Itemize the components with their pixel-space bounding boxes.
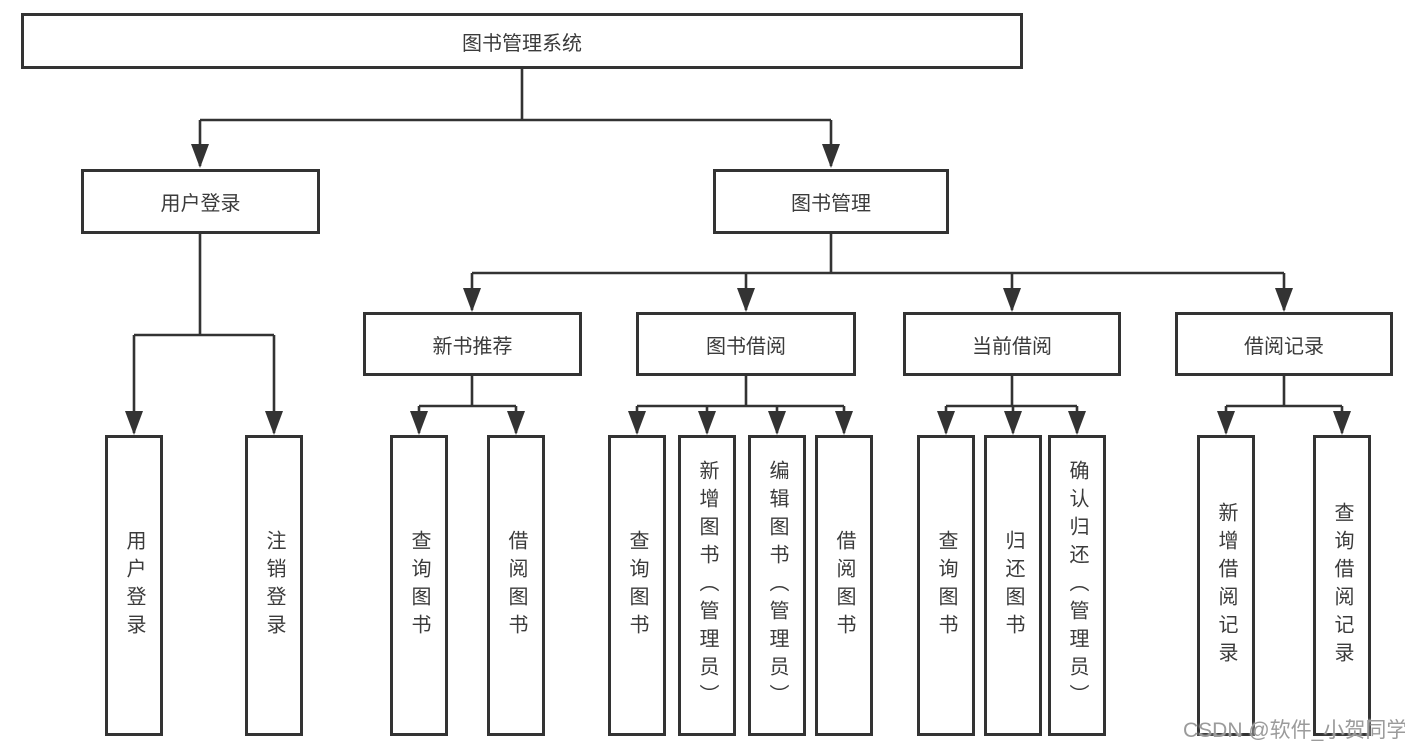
leaf-query-books-borrowing: 查询图书 [608, 435, 666, 736]
leaf-query-borrow-record: 查询借阅记录 [1313, 435, 1371, 736]
node-library-management-system: 图书管理系统 [21, 13, 1023, 69]
leaf-user-login: 用户登录 [105, 435, 163, 736]
leaf-edit-books-admin: 编辑图书（管理员） [748, 435, 806, 736]
leaf-query-books-current: 查询图书 [917, 435, 975, 736]
node-borrowing-records: 借阅记录 [1175, 312, 1393, 376]
leaf-query-books-recommend: 查询图书 [390, 435, 448, 736]
leaf-logout: 注销登录 [245, 435, 303, 736]
node-user-login: 用户登录 [81, 169, 320, 234]
leaf-add-borrow-record: 新增借阅记录 [1197, 435, 1255, 736]
leaf-add-books-admin: 新增图书（管理员） [678, 435, 736, 736]
node-current-borrowing: 当前借阅 [903, 312, 1121, 376]
leaf-borrow-books: 借阅图书 [815, 435, 873, 736]
leaf-return-books: 归还图书 [984, 435, 1042, 736]
node-book-management: 图书管理 [713, 169, 949, 234]
leaf-borrow-books-recommend: 借阅图书 [487, 435, 545, 736]
node-new-book-recommendation: 新书推荐 [363, 312, 582, 376]
node-book-borrowing: 图书借阅 [636, 312, 856, 376]
csdn-watermark: CSDN @软件_小贺同学 [1183, 719, 1405, 742]
leaf-confirm-return-admin: 确认归还（管理员） [1048, 435, 1106, 736]
